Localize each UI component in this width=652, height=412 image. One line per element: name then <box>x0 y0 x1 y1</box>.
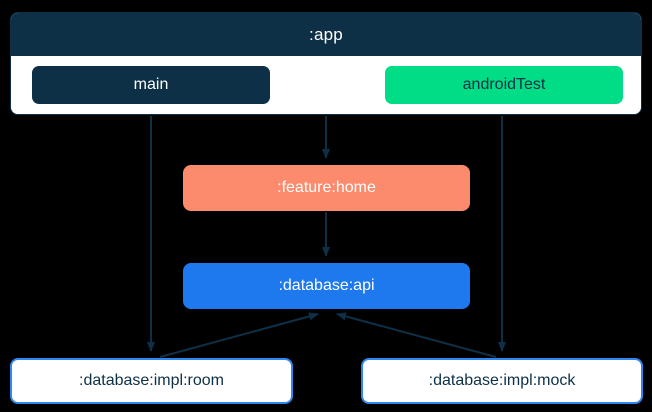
source-set-androidtest-label: androidTest <box>462 76 546 93</box>
node-database-impl-mock-label: :database:impl:mock <box>428 372 576 389</box>
node-feature-home-label: :feature:home <box>277 179 376 196</box>
node-feature-home[interactable]: :feature:home <box>183 165 470 211</box>
source-set-main-label: main <box>133 76 169 93</box>
source-set-main[interactable]: main <box>32 66 270 104</box>
node-database-api-label: :database:api <box>278 277 375 294</box>
cluster-app-title: :app <box>11 13 641 56</box>
node-database-api[interactable]: :database:api <box>183 263 470 309</box>
cluster-app[interactable]: :app main androidTest <box>10 12 642 115</box>
cluster-app-body: main androidTest <box>11 56 641 114</box>
node-database-impl-room-label: :database:impl:room <box>79 372 224 389</box>
node-database-impl-mock[interactable]: :database:impl:mock <box>361 358 643 404</box>
node-database-impl-room[interactable]: :database:impl:room <box>10 358 293 404</box>
source-set-androidtest[interactable]: androidTest <box>385 66 623 104</box>
